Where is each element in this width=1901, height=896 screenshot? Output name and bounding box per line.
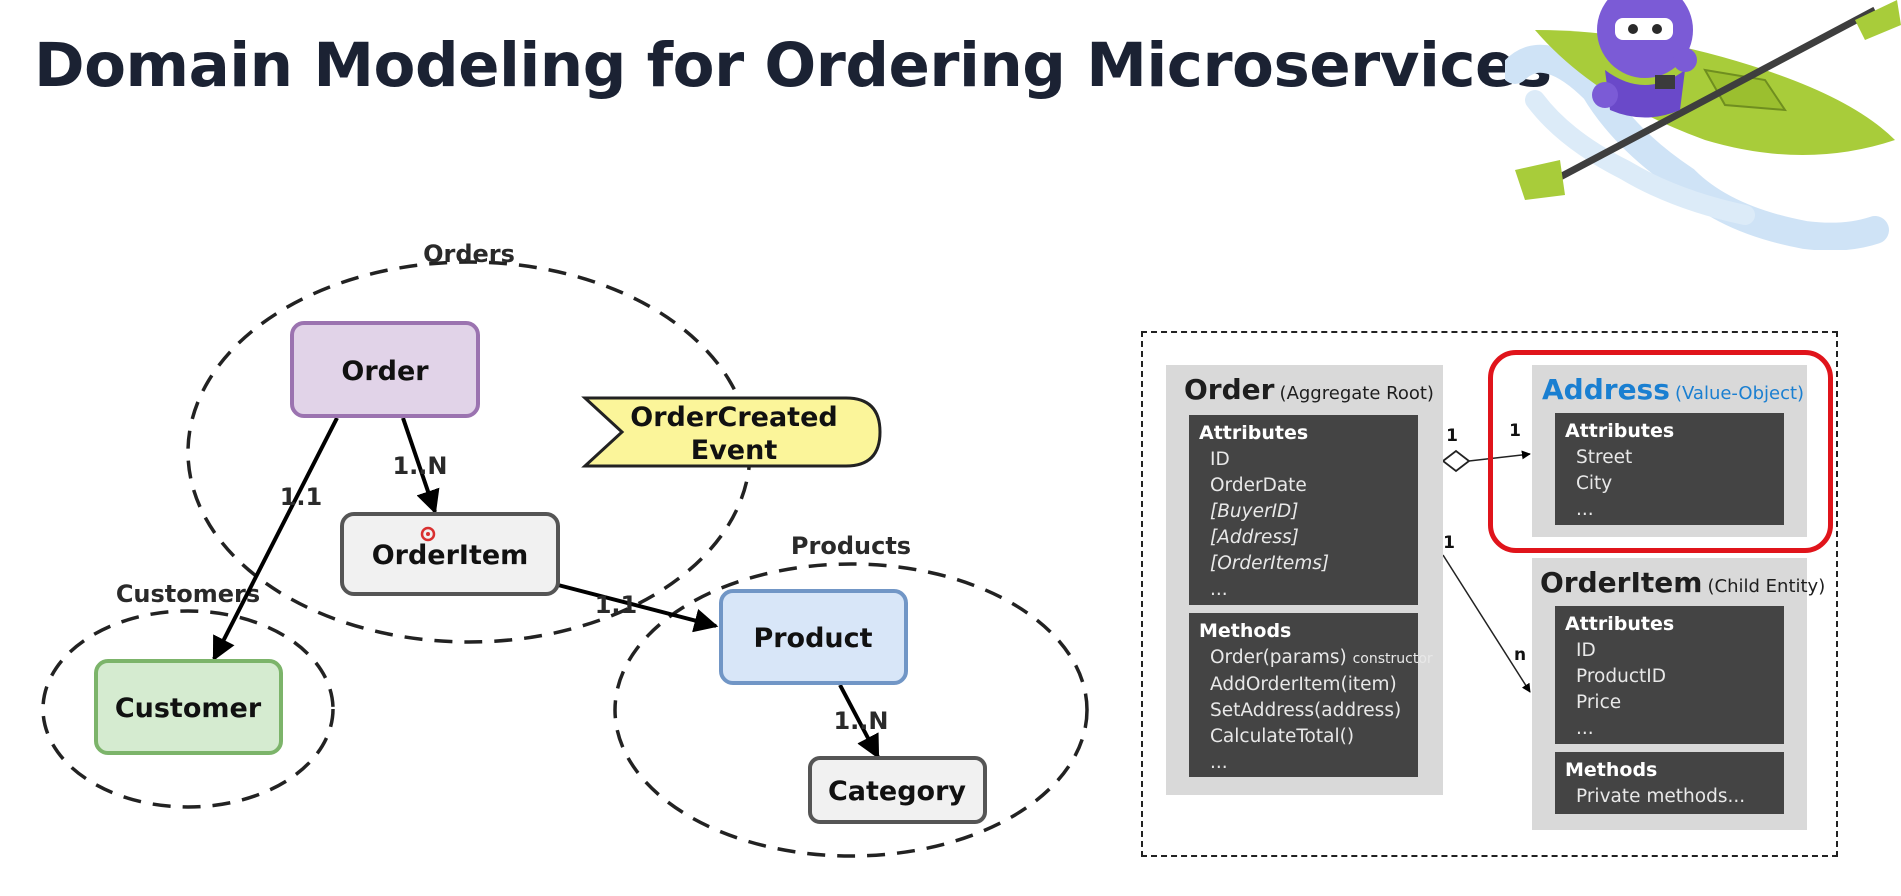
customer-entity-label: Customer <box>115 693 262 724</box>
uml-class-diagram-panel: Order (Aggregate Root) Attributes ID Ord… <box>1141 331 1838 857</box>
uml-orderitem-attr: ProductID <box>1576 666 1666 687</box>
uml-order-attributes-title: Attributes <box>1199 422 1309 444</box>
uml-order-method: ... <box>1210 752 1228 773</box>
order-entity-label: Order <box>341 356 429 387</box>
uml-orderitem-stereotype: (Child Entity) <box>1707 576 1826 597</box>
uml-order-method: SetAddress(address) <box>1210 700 1402 721</box>
uml-address-stereotype: (Value-Object) <box>1674 383 1805 404</box>
uml-orderitem-name: OrderItem <box>1540 566 1703 599</box>
uml-order-attr: [BuyerID] <box>1210 501 1299 522</box>
customers-context-label: Customers <box>116 580 260 608</box>
uml-orderitem-methods-title: Methods <box>1565 759 1658 781</box>
uml-order-method: Order(params) constructor <box>1199 645 1433 672</box>
orderitem-entity: OrderItem <box>340 512 560 596</box>
uml-address-name: Address <box>1542 373 1670 406</box>
uml-constructor-note: constructor <box>1352 651 1433 667</box>
product-entity: Product <box>719 589 908 685</box>
uml-orderitem-attributes: Attributes ID ProductID Price ... <box>1555 606 1784 744</box>
orderitem-product-multiplicity: 1.1 <box>595 591 638 619</box>
uml-orderitem-attr: ... <box>1576 718 1594 739</box>
orders-context-label: Orders <box>423 240 515 268</box>
orderitem-entity-label: OrderItem <box>372 540 529 571</box>
order-to-orderitem-arrow <box>401 417 440 515</box>
order-orderitem-mult-right: n <box>1514 645 1526 665</box>
order-orderitem-multiplicity: 1..N <box>392 452 447 480</box>
category-entity-label: Category <box>828 776 966 807</box>
order-address-mult-right: 1 <box>1509 421 1521 441</box>
uml-order-methods-title: Methods <box>1199 620 1292 642</box>
uml-order-attributes: Attributes ID OrderDate [BuyerID] [Addre… <box>1189 415 1418 605</box>
uml-order-method: AddOrderItem(item) <box>1210 674 1397 695</box>
uml-address-attributes: Attributes Street City ... <box>1555 413 1784 525</box>
order-to-customer-arrow <box>212 417 339 662</box>
slide-title: Domain Modeling for Ordering Microservic… <box>34 30 1552 101</box>
address-highlight-outline <box>1488 350 1833 553</box>
event-label-line2: Event <box>691 435 778 466</box>
cursor-dot <box>420 526 436 542</box>
uml-order-attr: [OrderItems] <box>1210 553 1330 574</box>
event-label-line1: OrderCreated <box>630 402 837 433</box>
uml-orderitem-attributes-title: Attributes <box>1565 613 1675 635</box>
kayak-mascot-illustration <box>1505 0 1901 250</box>
product-category-multiplicity: 1..N <box>833 707 888 735</box>
uml-address-attr: ... <box>1576 499 1594 520</box>
uml-address-attr: Street <box>1576 447 1633 468</box>
products-context <box>613 562 1089 858</box>
uml-orderitem-methods: Methods Private methods... <box>1555 752 1784 814</box>
uml-order-attr: ID <box>1210 449 1230 470</box>
uml-order-attr: [Address] <box>1210 527 1299 548</box>
product-to-category-arrow <box>838 684 880 760</box>
uml-address-attr: City <box>1576 473 1613 494</box>
uml-address-title: Address (Value-Object) <box>1542 373 1804 406</box>
products-context-label: Products <box>791 532 911 560</box>
order-address-association <box>1441 449 1531 473</box>
uml-order-methods: Methods Order(params) constructor AddOrd… <box>1189 613 1433 777</box>
uml-order-attr: OrderDate <box>1210 475 1307 496</box>
uml-address-attributes-title: Attributes <box>1565 420 1675 442</box>
uml-orderitem-class: OrderItem (Child Entity) Attributes ID P… <box>1532 558 1825 830</box>
uml-address-class: Address (Value-Object) Attributes Street… <box>1532 365 1807 537</box>
order-customer-multiplicity: 1.1 <box>280 483 323 511</box>
order-entity: Order <box>290 321 480 418</box>
uml-orderitem-title: OrderItem (Child Entity) <box>1540 566 1825 599</box>
orderitem-to-product-arrow <box>557 583 719 633</box>
uml-order-class: Order (Aggregate Root) Attributes ID Ord… <box>1166 365 1443 795</box>
order-orderitem-mult-left: 1 <box>1443 533 1455 553</box>
ordercreated-event: OrderCreated Event <box>581 396 882 468</box>
order-orderitem-association <box>1442 554 1531 693</box>
uml-orderitem-attr: Price <box>1576 692 1622 713</box>
uml-orderitem-attr: ID <box>1576 640 1596 661</box>
product-entity-label: Product <box>753 623 872 654</box>
category-entity: Category <box>808 756 987 824</box>
uml-order-constructor: Order(params) <box>1210 647 1347 668</box>
uml-order-title: Order (Aggregate Root) <box>1184 373 1434 406</box>
uml-order-name: Order <box>1184 373 1275 406</box>
uml-order-method: CalculateTotal() <box>1210 726 1355 747</box>
uml-order-stereotype: (Aggregate Root) <box>1279 383 1434 404</box>
order-address-mult-left: 1 <box>1446 426 1458 446</box>
customer-entity: Customer <box>94 659 283 755</box>
uml-orderitem-method: Private methods... <box>1576 786 1746 807</box>
customers-context <box>41 609 335 809</box>
uml-order-attr: ... <box>1210 579 1228 600</box>
